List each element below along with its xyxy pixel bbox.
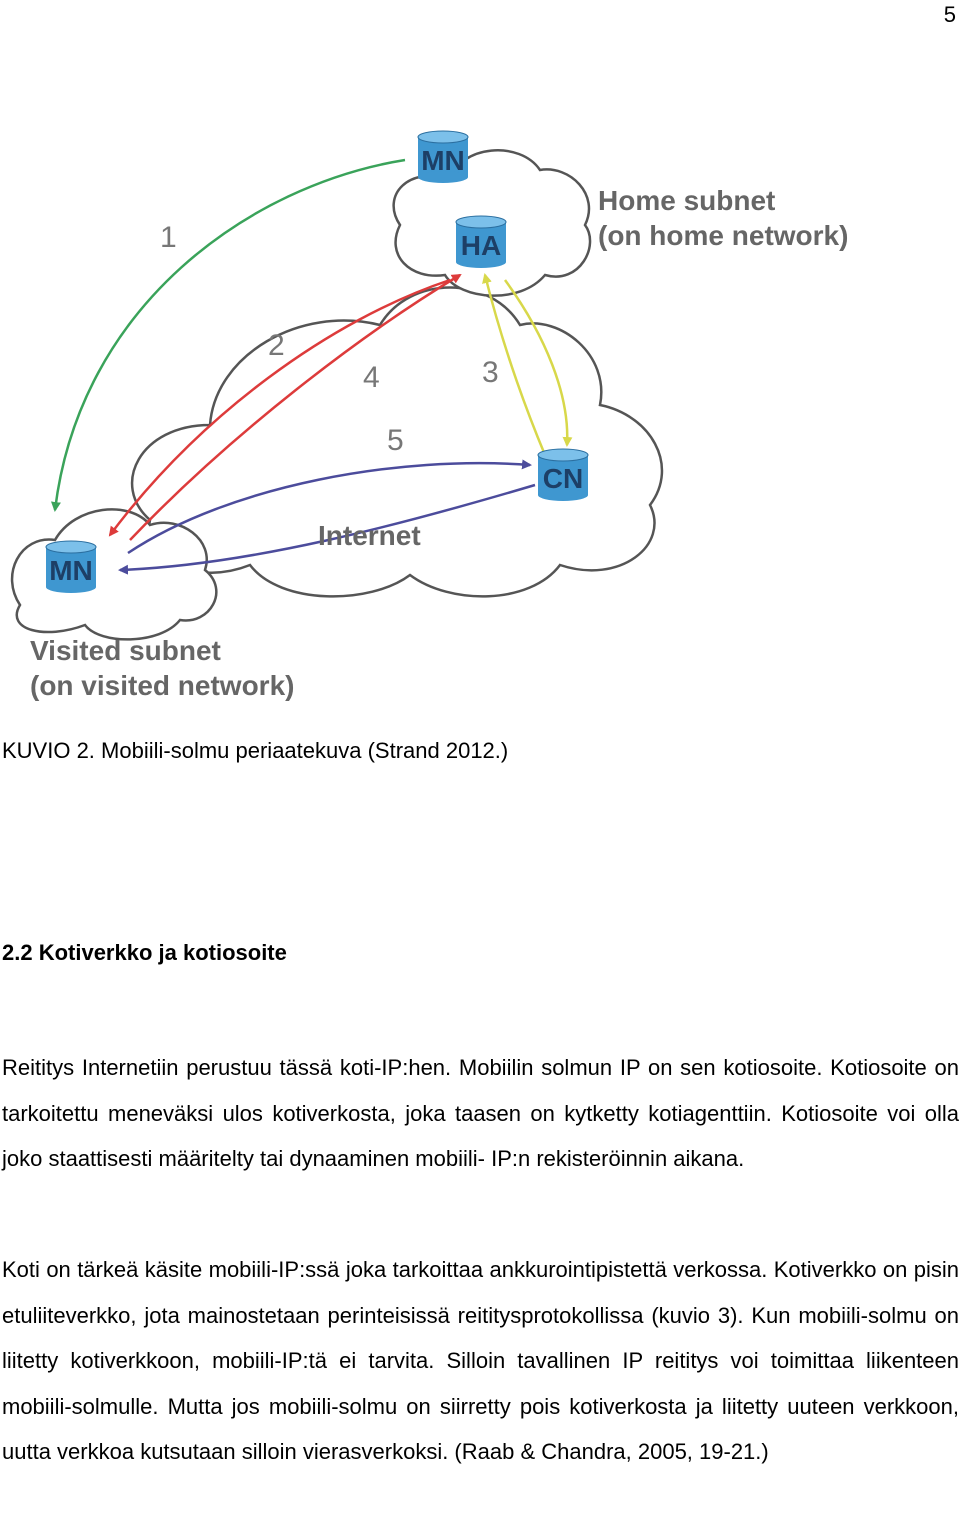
arrow-label-4: 4 bbox=[363, 361, 380, 394]
arrow-label-3: 3 bbox=[482, 356, 499, 389]
node-label-ha: HA bbox=[461, 230, 501, 261]
arrow-3-up bbox=[482, 273, 547, 456]
paragraph-1: Reititys Internetiin perustuu tässä koti… bbox=[2, 1055, 959, 1171]
node-mn-home: MN bbox=[417, 130, 469, 183]
home-subnet-label: Home subnet bbox=[598, 185, 775, 216]
arrow-2 bbox=[108, 278, 451, 537]
node-mn-visited: MN bbox=[45, 540, 97, 593]
node-label-mn-visited: MN bbox=[49, 555, 93, 586]
node-label-cn: CN bbox=[543, 463, 583, 494]
arrow-3-down bbox=[503, 279, 573, 447]
paragraph-2: Koti on tärkeä käsite mobiili-IP:ssä jok… bbox=[2, 1257, 959, 1464]
visited-subnet-label: Visited subnet bbox=[30, 635, 221, 666]
arrow-label-1: 1 bbox=[160, 221, 177, 254]
arrow-5-to-mn bbox=[118, 483, 536, 575]
page-number: 5 bbox=[943, 2, 956, 27]
internet-cloud bbox=[130, 286, 664, 598]
home-subnet-sublabel: (on home network) bbox=[598, 220, 848, 251]
internet-label: Internet bbox=[318, 520, 421, 551]
arrow-5-to-cn bbox=[127, 459, 532, 555]
node-ha: HA bbox=[455, 215, 507, 268]
mobile-ip-diagram: MN HA CN MN 1 2 3 4 5 Home subnet (on ho… bbox=[0, 125, 880, 715]
visited-subnet-sublabel: (on visited network) bbox=[30, 670, 294, 701]
node-label-mn-home: MN bbox=[421, 145, 465, 176]
arrow-1 bbox=[51, 158, 406, 512]
figure-caption: KUVIO 2. Mobiili-solmu periaatekuva (Str… bbox=[2, 738, 509, 763]
arrow-label-2: 2 bbox=[268, 329, 285, 362]
node-cn: CN bbox=[537, 448, 589, 501]
section-heading: 2.2 Kotiverkko ja kotiosoite bbox=[2, 940, 287, 965]
arrow-label-5: 5 bbox=[387, 424, 404, 457]
arrow-4 bbox=[129, 273, 462, 541]
